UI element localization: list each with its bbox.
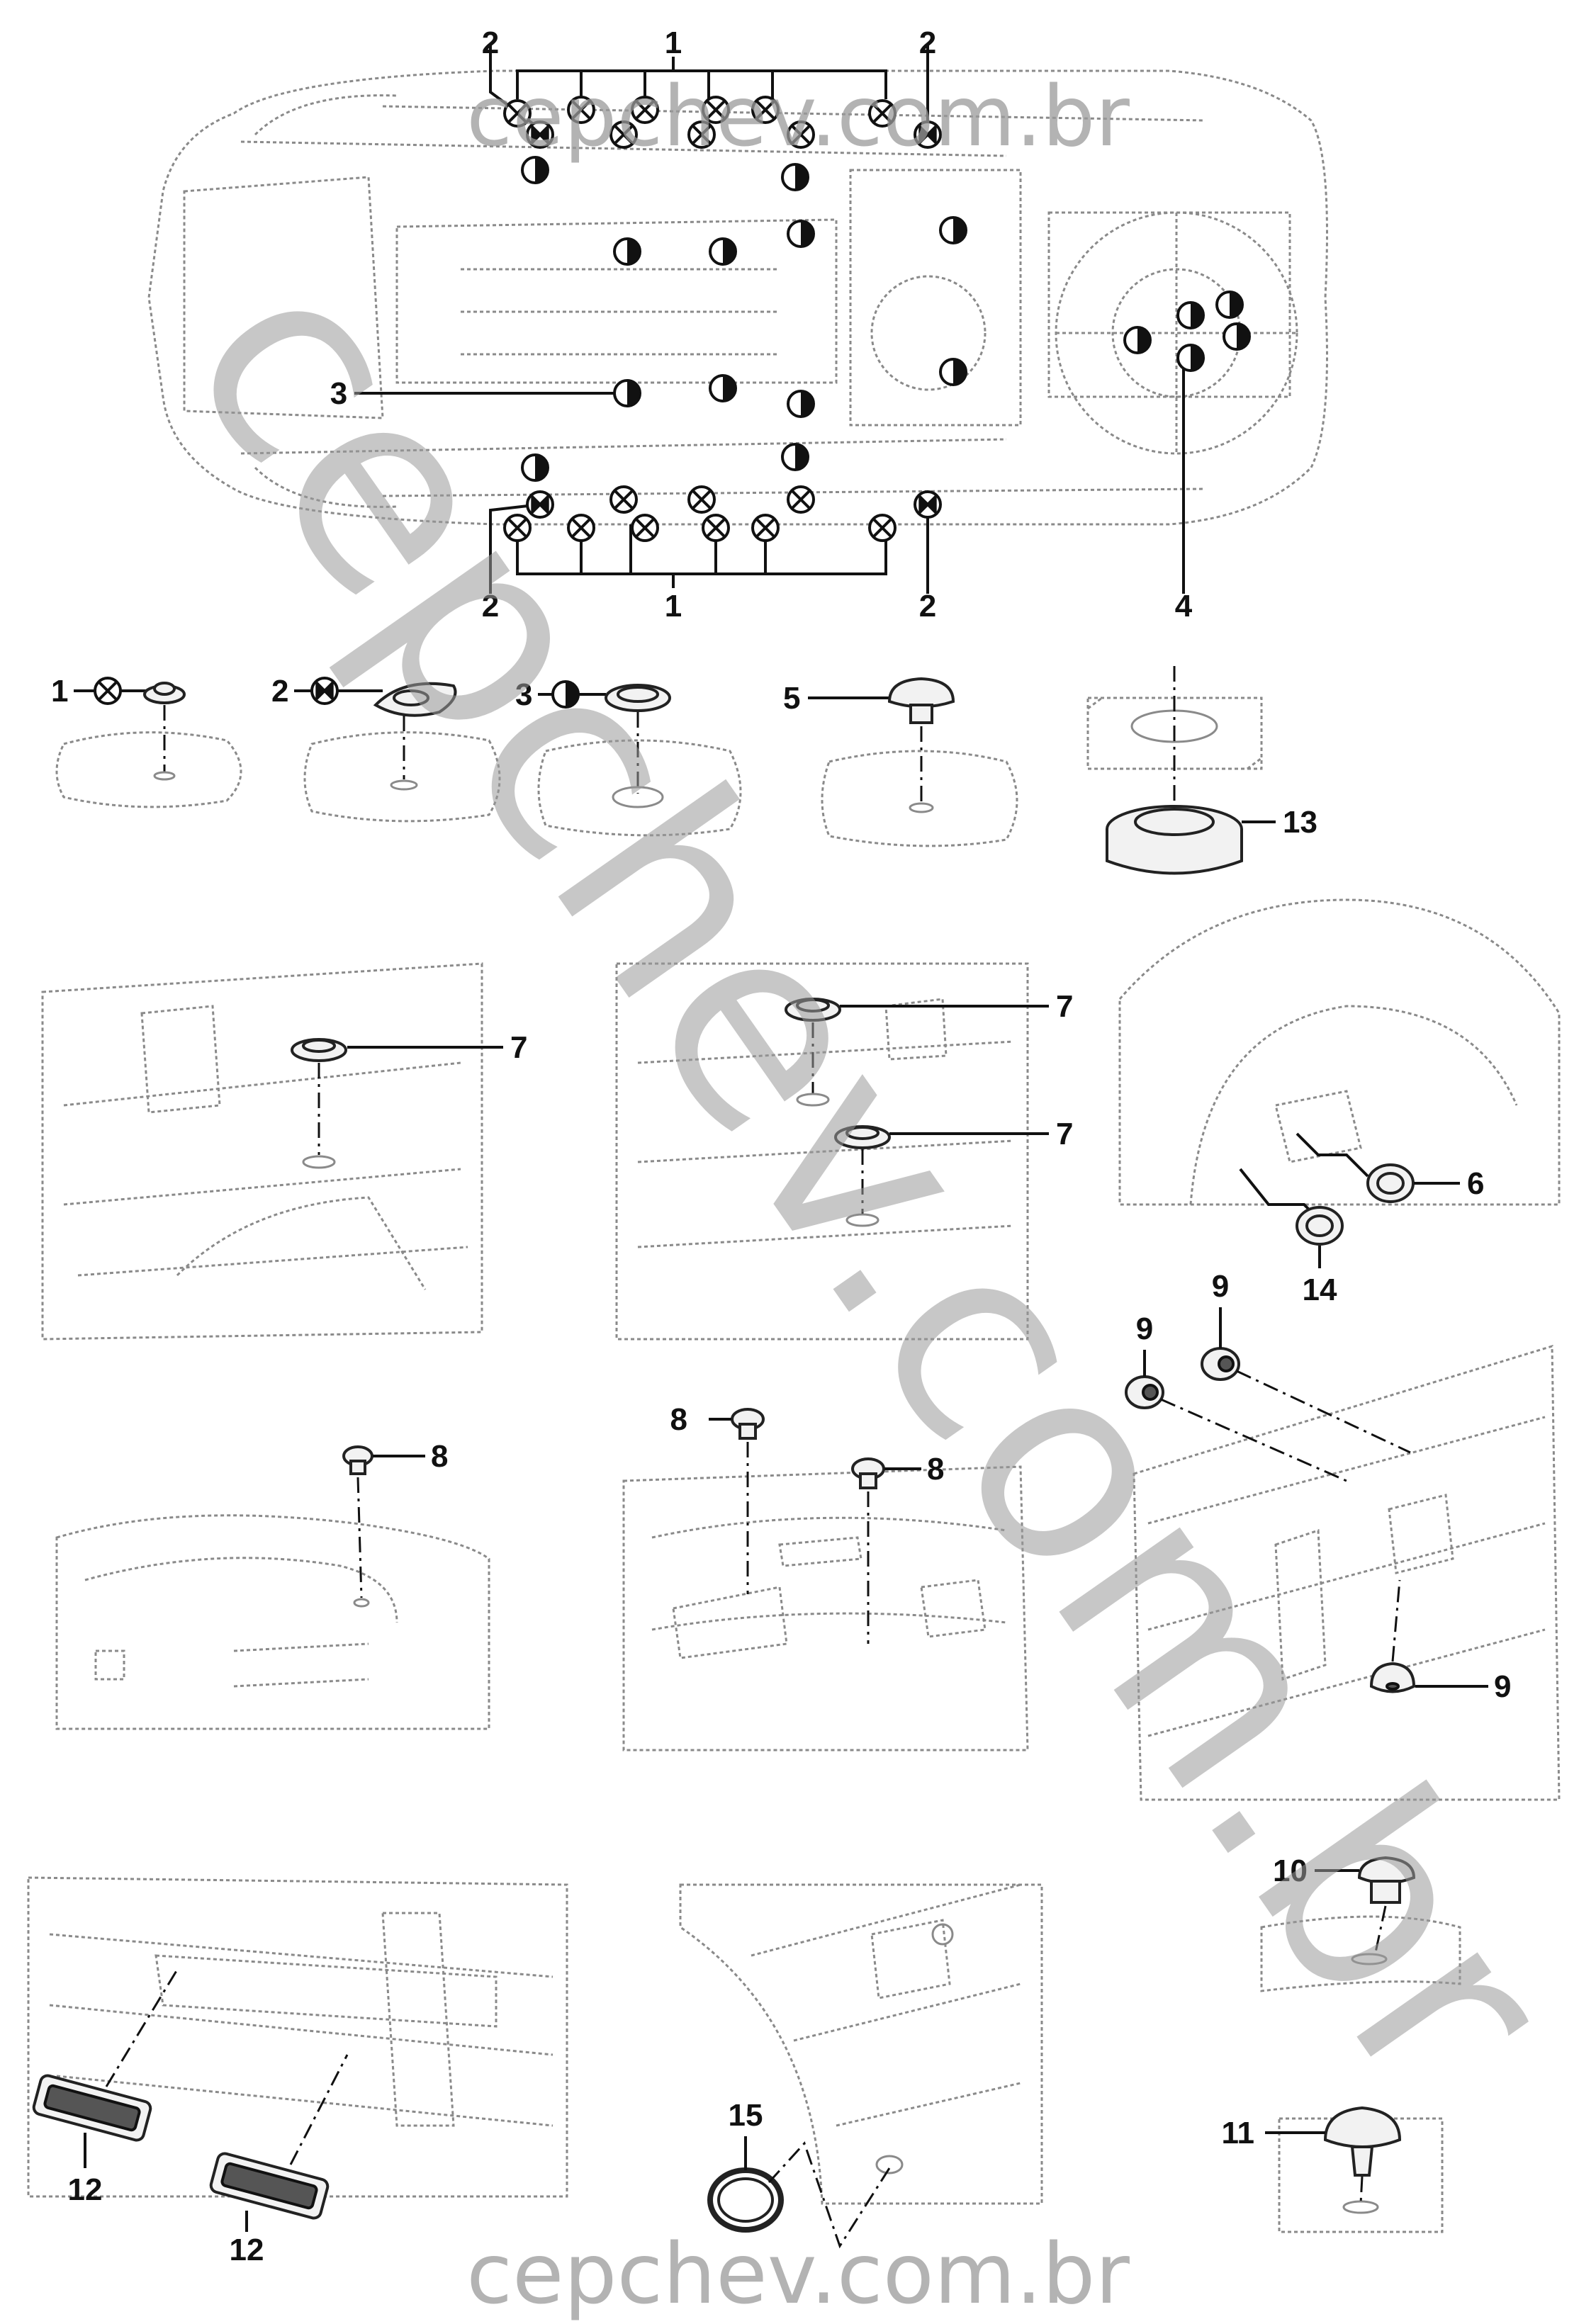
label-floor-mid-7b: 7 (1056, 1117, 1073, 1151)
label-clip-11: 11 (1221, 2116, 1254, 2150)
label-left-3: 3 (330, 376, 347, 411)
label-bottom-left-2: 2 (482, 589, 499, 624)
legend-item-2: 2 (271, 674, 501, 823)
detail-floor-left: 7 (41, 962, 527, 1341)
label-rail-9a: 9 (1212, 1269, 1229, 1304)
legend-label-5: 5 (783, 681, 800, 716)
watermark-top: cepchev.com.br (466, 67, 1130, 165)
label-arch-15: 15 (729, 2098, 763, 2133)
detail-floor-middle: 7 7 (615, 962, 1073, 1341)
overview-leaders (354, 44, 1185, 594)
detail-rail: 9 9 9 (1125, 1269, 1561, 1801)
overview-labels: 2 1 2 3 2 1 2 4 (330, 26, 1193, 624)
detail-floor-plugs: 8 8 (622, 1402, 1029, 1752)
label-rail-9c: 9 (1494, 1669, 1511, 1704)
label-top-1: 1 (665, 26, 682, 60)
label-bottom-1: 1 (665, 589, 682, 624)
label-wheelarch-6: 6 (1467, 1166, 1484, 1201)
legend-label-13: 13 (1283, 805, 1317, 840)
detail-bumper: 12 12 (27, 1876, 568, 2267)
label-bumper-12b: 12 (230, 2233, 264, 2267)
label-wheelarch-14: 14 (1303, 1273, 1337, 1307)
label-bumper-12a: 12 (68, 2172, 103, 2207)
label-top-left-2: 2 (482, 26, 499, 60)
label-clip-10: 10 (1273, 1854, 1308, 1888)
label-tunnel-8: 8 (431, 1439, 448, 1474)
label-spare-4: 4 (1175, 589, 1193, 624)
label-bottom-right-2: 2 (919, 589, 936, 624)
label-floor-8b: 8 (927, 1452, 944, 1487)
legend-item-1: 1 (51, 674, 242, 808)
detail-tunnel: 8 (55, 1439, 490, 1730)
label-floor-8a: 8 (670, 1402, 687, 1437)
label-top-right-2: 2 (919, 26, 936, 60)
legend-item-5: 5 (783, 677, 1018, 847)
detail-arch: 15 (679, 1883, 1043, 2249)
legend-item-3: 3 (515, 677, 742, 837)
label-floor-left-7: 7 (510, 1030, 527, 1065)
legend-label-2: 2 (271, 674, 288, 709)
label-rail-9b: 9 (1136, 1312, 1153, 1346)
label-floor-mid-7a: 7 (1056, 989, 1073, 1024)
legend-item-13: 13 (1086, 666, 1317, 875)
legend-label-3: 3 (515, 677, 532, 712)
detail-clip-10: 10 (1260, 1854, 1461, 1992)
legend-label-1: 1 (51, 674, 68, 709)
detail-wheelarch: 6 14 (1118, 898, 1561, 1307)
detail-clip-11: 11 (1221, 2106, 1444, 2233)
watermark-bottom: cepchev.com.br (466, 2225, 1130, 2323)
